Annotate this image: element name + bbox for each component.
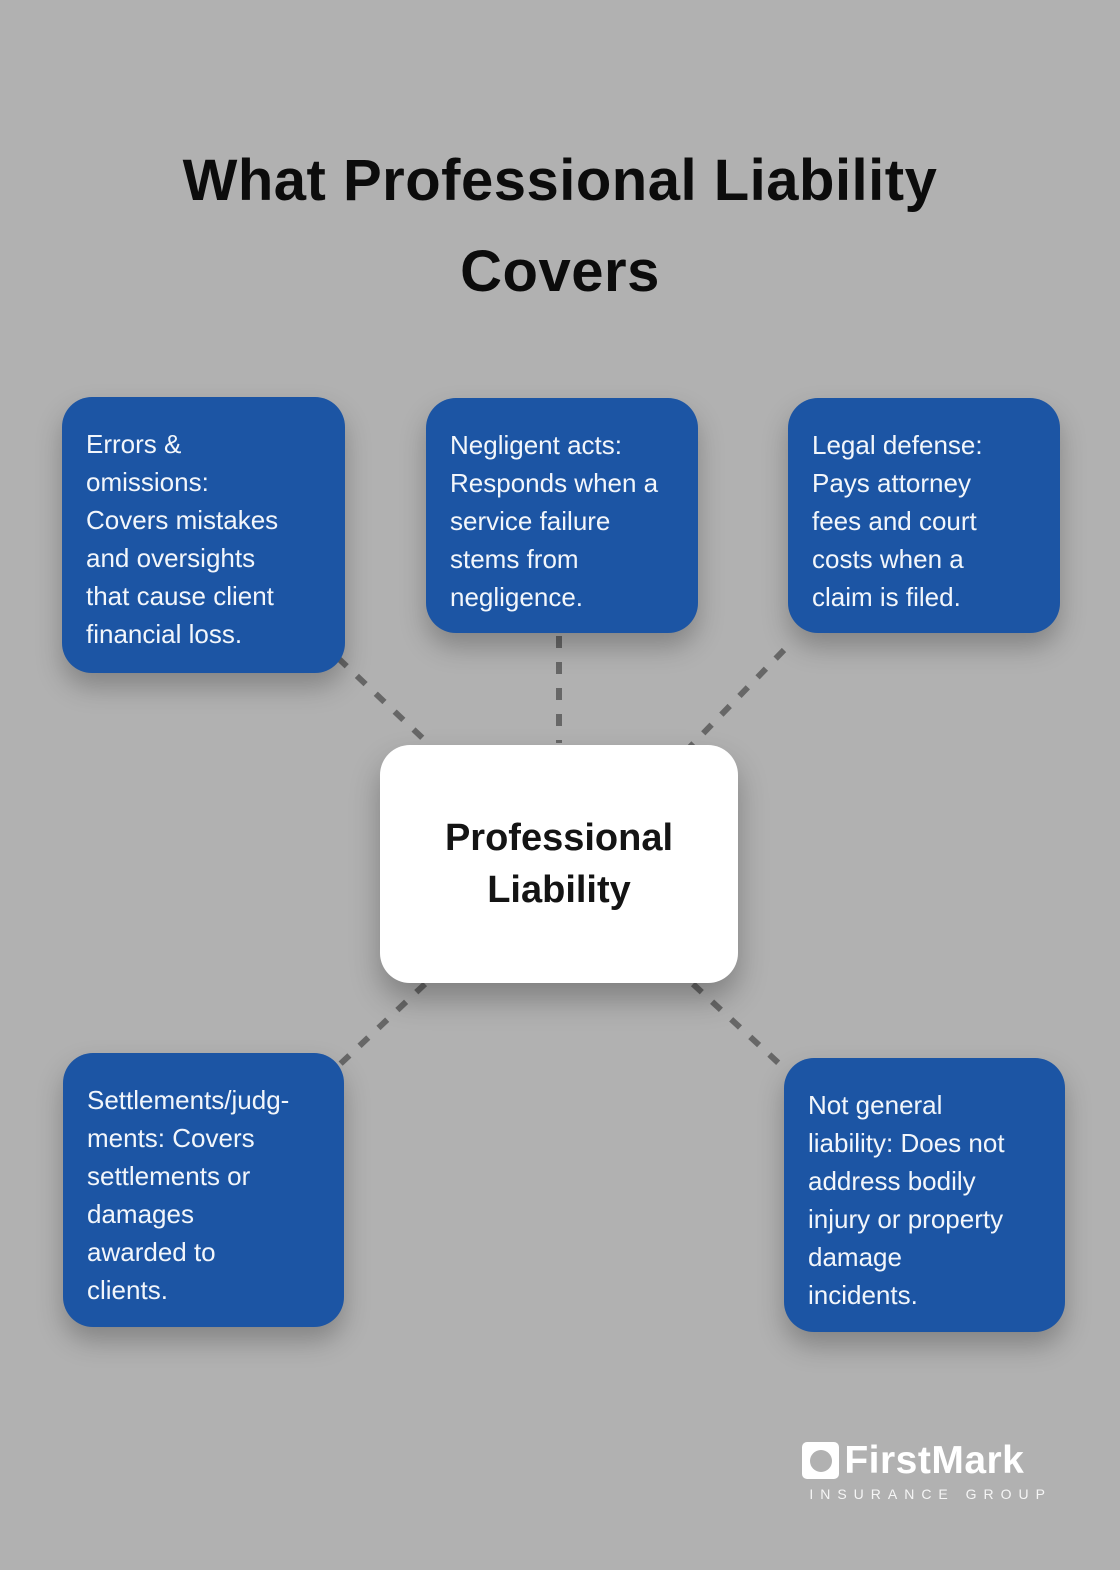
connector-top-left-line xyxy=(335,655,435,750)
connector-top-right-line xyxy=(687,647,787,750)
brand-name: FirstMark xyxy=(844,1439,1025,1482)
node-negligent-acts-text: Negligent acts: Responds when a service … xyxy=(450,430,659,612)
node-legal-defense: Legal defense: Pays attorney fees and co… xyxy=(788,398,1060,633)
node-not-general-liability-text: Not general liability: Does not address … xyxy=(808,1090,1005,1310)
connector-bottom-left-line xyxy=(333,981,428,1071)
center-node-professional-liability: Professional Liability xyxy=(380,745,738,983)
node-not-general-liability: Not general liability: Does not address … xyxy=(784,1058,1065,1332)
logo-circle-cutout-icon xyxy=(809,1449,832,1472)
node-errors-omissions: Errors & omissions: Covers mistakes and … xyxy=(62,397,345,673)
firstmark-logo: FirstMark INSURANCE GROUP xyxy=(802,1441,1052,1502)
brand-row: FirstMark xyxy=(802,1441,1052,1480)
brand-tagline: INSURANCE GROUP xyxy=(809,1486,1052,1502)
node-settlements-judgments-text: Settlements/judg- ments: Covers settleme… xyxy=(87,1085,290,1305)
node-legal-defense-text: Legal defense: Pays attorney fees and co… xyxy=(812,430,983,612)
node-errors-omissions-text: Errors & omissions: Covers mistakes and … xyxy=(86,429,279,649)
center-node-label: Professional Liability xyxy=(444,817,674,911)
node-settlements-judgments: Settlements/judg- ments: Covers settleme… xyxy=(63,1053,344,1327)
connector-bottom-right-line xyxy=(690,981,789,1073)
logo-mark-icon xyxy=(802,1442,840,1479)
page-title: What Professional Liability Covers xyxy=(182,147,938,305)
node-negligent-acts: Negligent acts: Responds when a service … xyxy=(426,398,698,633)
